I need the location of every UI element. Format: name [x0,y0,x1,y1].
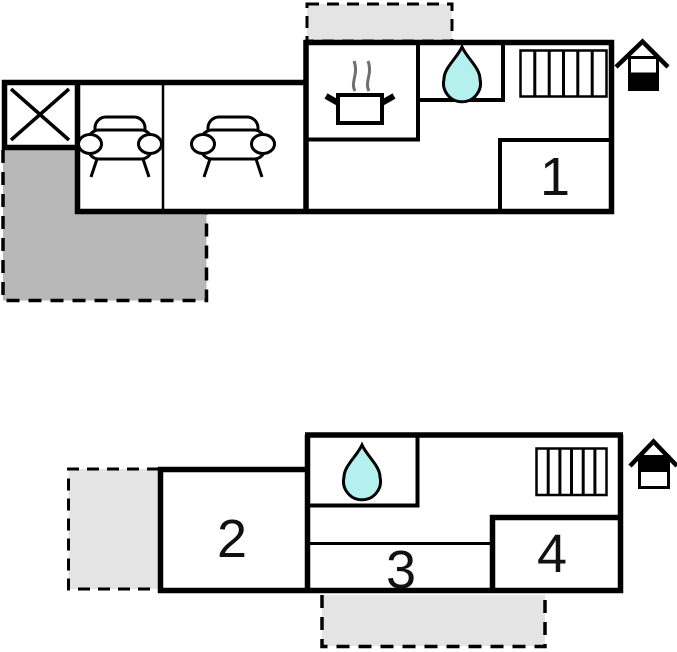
staircase-icon [519,49,608,98]
house-level-ground-icon [614,38,670,91]
staircase-icon [535,447,608,497]
room-2-label: 2 [217,509,247,569]
house-level-upper-icon [628,438,677,489]
sofa-icon [190,115,276,179]
exterior-walls [1,39,615,215]
terrace-dashed-left [68,469,161,589]
terrace-shaded-left [3,150,207,301]
water-drop-icon [342,443,382,502]
floor-plan-ground: 1 [1,2,670,303]
terrace-dashed-top [305,2,454,43]
sofa-icon [77,115,163,179]
open-area-cross-icon [9,87,71,142]
room-3-label: 3 [386,540,416,600]
terrace-dashed-left-border [67,467,159,591]
interior-walls [305,435,494,545]
terrace-dashed-bottom-border [320,595,547,649]
floor-plan-upper: 2 3 4 [67,432,677,649]
steam-icon [351,60,372,92]
room-4-label: 4 [537,524,567,584]
terrace-dashed-bottom [322,595,545,646]
exterior-walls [157,432,624,594]
water-drop-icon [442,45,482,104]
cooking-pot-icon [324,93,396,125]
room-1-label: 1 [540,147,570,207]
terrace-shaded-left-border [1,150,209,303]
